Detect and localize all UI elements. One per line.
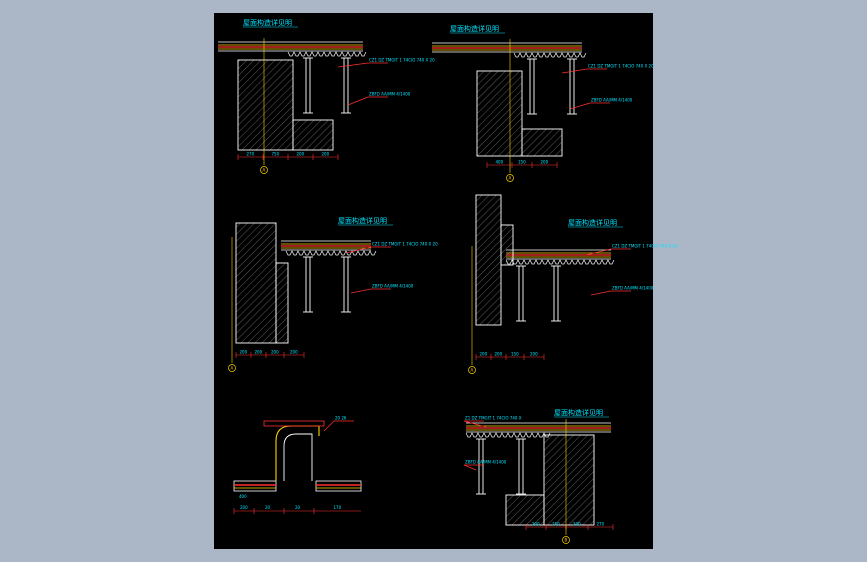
- steel-deck: [287, 51, 367, 57]
- parapet-outline: [283, 433, 313, 481]
- dimension-label: 200: [530, 352, 538, 357]
- callout-label: 20 26: [335, 416, 347, 421]
- leader-line: [323, 420, 335, 432]
- slab-left: [233, 480, 277, 492]
- axis-bubble: [468, 366, 476, 374]
- leader-line: [463, 420, 487, 428]
- callout-label: CZ1 DZ TMGIT 1 74CIO 740 X 20: [372, 242, 438, 247]
- detail-title: 屋面构造详见明: [243, 18, 292, 27]
- leader-line: [569, 102, 591, 110]
- dimension-label: 150: [552, 522, 560, 527]
- callout-label: ZBFD AA/MM 4/1400: [465, 460, 507, 465]
- coping: [263, 420, 325, 427]
- dimension-label: 170: [334, 505, 342, 510]
- dimension-label: 200: [480, 352, 488, 357]
- concrete-hatch: [292, 119, 334, 151]
- dimension-label: 200: [290, 350, 298, 355]
- concrete-hatch: [476, 70, 523, 157]
- leader-line: [337, 62, 369, 68]
- leader-line: [585, 248, 612, 256]
- dimension-label: 150: [518, 160, 526, 165]
- steel-deck: [465, 432, 551, 438]
- parapet-detail: 20 26 200 20 20 170 400: [233, 416, 362, 514]
- axis-bubble: [228, 364, 236, 372]
- dimension-label: 200: [495, 352, 503, 357]
- steel-deck: [285, 250, 377, 256]
- dimension-label: 150: [511, 352, 519, 357]
- callout-label: ZBFD AA/MM 4/1400: [369, 92, 411, 97]
- dimension-label: 200: [573, 522, 581, 527]
- axis-bubble: [562, 536, 570, 544]
- dimension-label: 200: [541, 160, 549, 165]
- dimension-label: 200: [532, 522, 540, 527]
- drawing-sheet: 屋面构造详见明 CZ1 DZ TMGIT 1 74CIO 740 X 20 ZBFD…: [214, 13, 678, 549]
- dimension-label: 20: [265, 505, 271, 510]
- roof-detail-3: 屋面构造详见明 CZ1 DZ TMGIT 1 74CIO 740 X 20 ZBFD…: [228, 216, 438, 372]
- callout-label: CZ1 DZ TMGIT 1 74CIO 740 X 20: [369, 58, 435, 63]
- roof-detail-4: 屋面构造详见明 CZ1 DZ TMGIT 1 74CIO 740 X 20 ZBFD…: [468, 194, 678, 374]
- detail-title: 屋面构造详见明: [554, 408, 603, 417]
- axis-label: A: [231, 366, 234, 371]
- leader-line: [347, 96, 369, 106]
- steel-deck: [513, 52, 587, 58]
- callout-label: 400: [239, 494, 247, 499]
- axis-bubble: [506, 174, 514, 182]
- axis-label: A: [471, 368, 474, 373]
- callout-label: ZBFD AA/MM 4/1400: [372, 284, 414, 289]
- leader-line: [561, 68, 588, 74]
- axis-label: B: [565, 538, 568, 543]
- dimension-label: 270: [597, 522, 605, 527]
- axis-label: A: [509, 176, 512, 181]
- concrete-hatch: [505, 494, 545, 526]
- detail-title: 屋面构造详见明: [338, 216, 387, 225]
- detail-title: 屋面构造详见明: [450, 24, 499, 33]
- dimension-label: 750: [272, 152, 280, 157]
- dimension-label: 270: [247, 152, 255, 157]
- dimension-label: 20: [295, 505, 301, 510]
- dimension-label: 200: [297, 152, 305, 157]
- axis-bubble: [260, 166, 268, 174]
- leader-line: [463, 464, 477, 471]
- dimension-label: 200: [240, 505, 248, 510]
- detail-title: 屋面构造详见明: [568, 218, 617, 227]
- concrete-hatch: [275, 262, 289, 344]
- callout-label: CZ1 DZ TMGIT 1 74CIO 740 X 20: [588, 64, 654, 69]
- concrete-hatch: [543, 434, 595, 526]
- slab-right: [315, 480, 362, 492]
- dimension-label: 200: [322, 152, 330, 157]
- leader-line: [345, 246, 372, 254]
- concrete-hatch: [475, 194, 502, 326]
- callout-label: ZBFD AA/MM 4/1400: [612, 286, 654, 291]
- dimension-label: 400: [496, 160, 504, 165]
- callout-label: CZ1 DZ TMGIT 1 74CIO 740 X 20: [612, 244, 678, 249]
- concrete-hatch: [235, 222, 277, 344]
- dimension-label: 200: [255, 350, 263, 355]
- callout-label: ZBFD AA/MM 4/1400: [591, 98, 633, 103]
- roof-detail-6: 屋面构造详见明 Z1 DZ TMGIT 1 74CIO 740 X ZBFD AA/…: [463, 408, 614, 544]
- leader-line: [590, 290, 612, 296]
- cad-canvas: 屋面构造详见明 CZ1 DZ TMGIT 1 74CIO 740 X 20 ZBFD…: [218, 18, 678, 544]
- roof-detail-2: 屋面构造详见明 CZ1 DZ TMGIT 1 74CIO 740 X 20 ZBFD…: [432, 24, 654, 182]
- dimension-label: 200: [271, 350, 279, 355]
- roof-detail-1: 屋面构造详见明 CZ1 DZ TMGIT 1 74CIO 740 X 20 ZBFD…: [218, 18, 435, 174]
- steel-deck: [505, 259, 615, 265]
- leader-line: [350, 288, 372, 294]
- concrete-hatch: [500, 224, 514, 266]
- concrete-hatch: [237, 59, 294, 151]
- axis-label: A: [263, 168, 266, 173]
- callout-label: Z1 DZ TMGIT 1 74CIO 740 X: [465, 416, 522, 421]
- concrete-hatch: [521, 128, 563, 157]
- dimension-label: 200: [240, 350, 248, 355]
